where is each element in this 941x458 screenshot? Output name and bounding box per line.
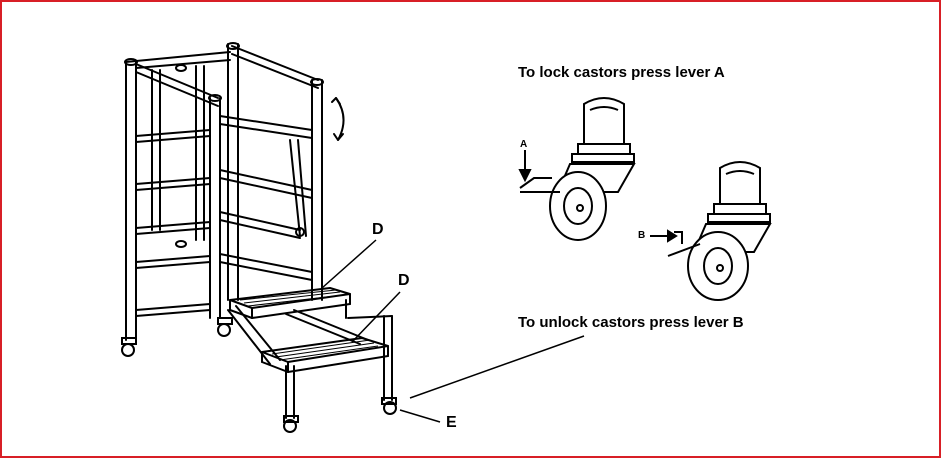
leader-lines xyxy=(321,239,585,423)
frame-joints xyxy=(124,42,324,248)
castor-unlock-detail xyxy=(667,161,772,301)
upper-step xyxy=(229,287,351,319)
rear-frame xyxy=(125,51,231,341)
front-frame xyxy=(209,43,323,319)
lower-step xyxy=(261,337,389,373)
castor-lock-detail xyxy=(519,97,636,241)
unlock-caption: To unlock castors press lever B xyxy=(518,314,744,331)
arrow-lever-a-icon xyxy=(518,150,532,183)
step-tread-pattern xyxy=(239,289,379,361)
label-lever-a: A xyxy=(520,139,528,150)
label-lever-b: B xyxy=(638,230,646,241)
lock-caption: To lock castors press lever A xyxy=(518,64,725,81)
label-d-lower: D xyxy=(398,272,410,289)
label-d-upper: D xyxy=(372,221,384,238)
step-stringers xyxy=(227,299,393,419)
scaffold-castors xyxy=(121,317,397,433)
label-e: E xyxy=(446,414,457,431)
arrow-lever-b-icon xyxy=(650,229,678,243)
